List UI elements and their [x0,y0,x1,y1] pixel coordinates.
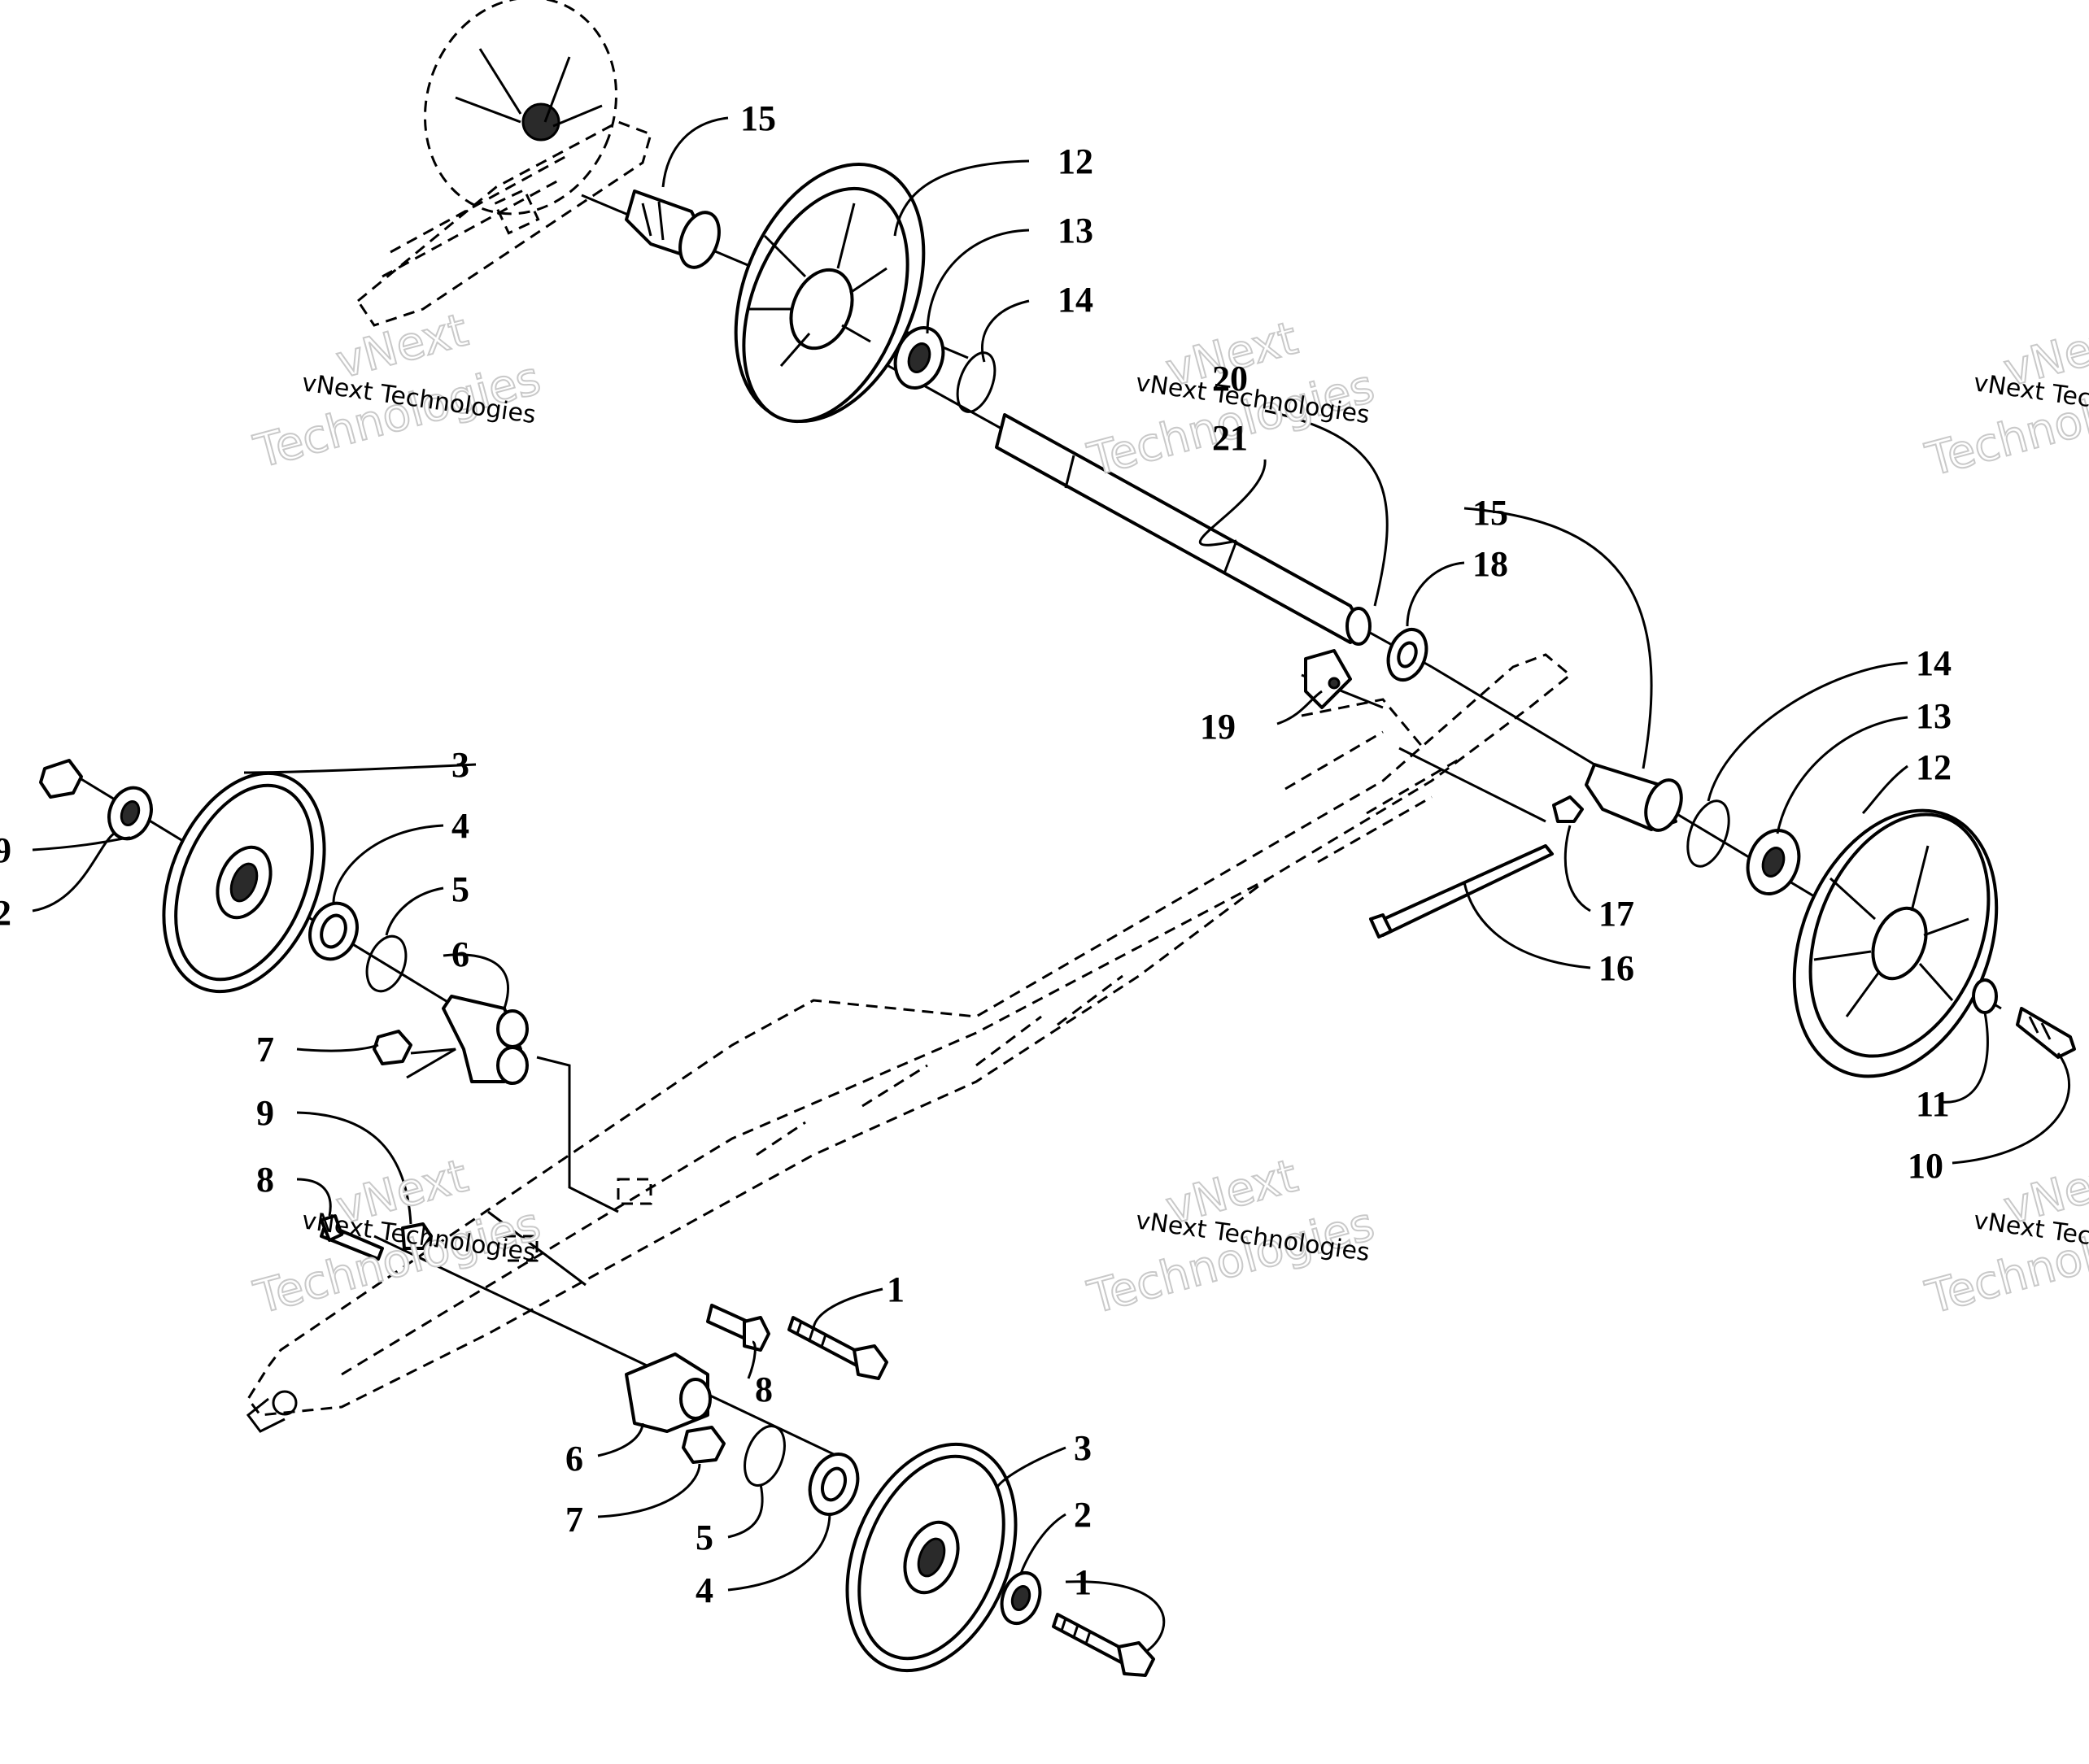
bearing-right [1746,829,1801,895]
callout-18: 18 [1472,544,1508,584]
nut-9-left-top [39,759,83,799]
wheel-3-left-top [162,771,326,994]
washer-18 [1386,628,1428,682]
washer-2-lower [1000,1571,1042,1625]
bolt-1-lower [1052,1613,1155,1677]
snap-ring-upper-left [956,351,997,413]
plate-19 [1304,649,1352,709]
upper-frame-section [355,0,652,327]
nut-17 [1552,795,1584,823]
washer-2-left-top [107,786,153,841]
callout-9-edge: 9 [0,830,11,870]
watermark-bottom-center: vNext Technologies vNext Technologies [1082,1148,1380,1325]
slide-rail-frame [246,653,1572,1433]
bolt-8-left [320,1214,384,1261]
bearing-4-lower [808,1453,860,1516]
callout-1-lower: 1 [1074,1562,1092,1602]
wheel-3-lower [845,1442,1018,1673]
nut-9-left-bottom [401,1222,433,1250]
leader-lines [32,116,2071,1653]
callout-2-edge: 2 [0,893,11,933]
callout-6-top: 6 [451,934,469,974]
callout-3-lower: 3 [1074,1428,1092,1468]
callout-8-bottom: 8 [256,1160,274,1200]
callout-15-top: 15 [740,98,776,138]
callout-14-right: 14 [1916,643,1952,683]
watermark-bottom-right: vNext Technologies vNext Technologies [1920,1148,2089,1325]
axle-shaft [995,413,1372,646]
callout-9-bottom: 9 [256,1093,274,1133]
bearing-4-left-top [308,901,359,961]
callout-21: 21 [1212,418,1248,458]
callout-3-top: 3 [451,745,469,785]
callout-7-top: 7 [256,1030,274,1069]
idler-wheel-right [1792,808,1999,1078]
callout-16: 16 [1598,948,1634,988]
callout-10: 10 [1908,1146,1943,1186]
snap-ring-5-lower [744,1425,786,1487]
callout-4-lower: 4 [696,1570,713,1610]
callout-13-top: 13 [1058,211,1093,250]
hub-upper-left [625,189,721,269]
callout-6-lower: 6 [565,1439,583,1479]
callout-7-lower: 7 [565,1500,583,1540]
bolt-8-center [706,1304,770,1352]
callout-14-top: 14 [1058,280,1093,320]
callout-19: 19 [1200,707,1236,747]
callout-12-top: 12 [1058,142,1093,181]
snap-ring-5-left-top [365,934,408,993]
bolt-16 [1369,844,1554,939]
idler-wheel-upper-left [734,163,926,424]
nut-7-left-top [373,1030,412,1065]
callout-17: 17 [1598,894,1634,934]
callout-11: 11 [1916,1084,1950,1124]
callout-5-lower: 5 [696,1518,713,1557]
callout-5-top: 5 [451,869,469,909]
callout-1-center: 1 [887,1270,905,1309]
bolt-1-center [787,1316,888,1380]
watermark-top-center: vNext Technologies vNext Technologies [1082,311,1380,487]
callout-13-right: 13 [1916,696,1952,736]
callout-20: 20 [1212,359,1248,399]
watermark-bottom-left: vNext Technologies vNext Technologies [248,1148,547,1325]
callout-15-right: 15 [1472,493,1508,533]
bolt-10 [2016,1007,2076,1059]
callout-2-lower: 2 [1074,1495,1092,1535]
nut-7-lower [682,1426,726,1464]
hub-right [1585,763,1683,832]
callout-12-right: 12 [1916,747,1952,787]
mount-6-lower [625,1352,712,1433]
mount-6-left-top [442,995,529,1085]
callout-8-center: 8 [755,1370,773,1409]
washer-11 [1972,978,1998,1014]
watermark-top-left: vNext Technologies vNext Technologies [248,303,547,479]
callout-4-top: 4 [451,806,469,846]
watermark-top-right: vNext Technologies vNext Technologies [1920,311,2089,487]
callout-labels: 15 12 13 14 20 21 15 18 19 14 13 12 17 1… [0,98,1952,1610]
snap-ring-right [1686,799,1730,868]
bearing-upper-left [893,326,945,390]
